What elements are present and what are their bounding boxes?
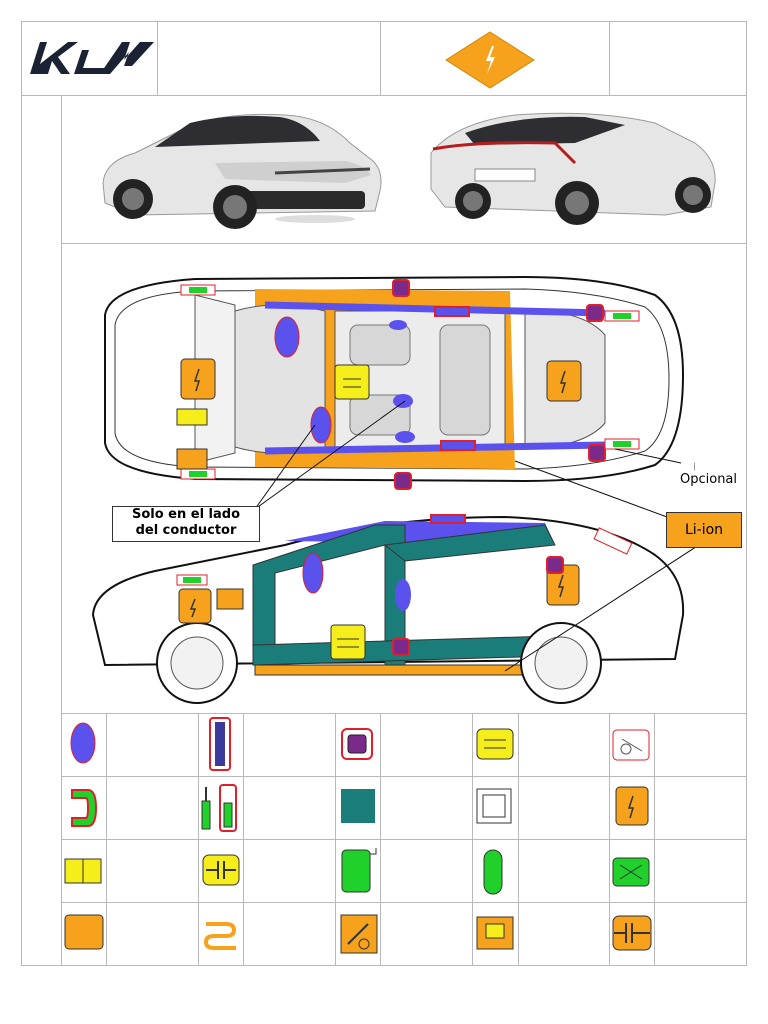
fuse-box-icon bbox=[202, 854, 240, 886]
divider bbox=[472, 713, 473, 966]
divider bbox=[61, 95, 62, 966]
hv-service-plug-icon bbox=[612, 915, 652, 951]
car-rear-photo bbox=[430, 112, 716, 225]
divider bbox=[61, 776, 747, 777]
divider bbox=[157, 21, 158, 95]
kia-logo bbox=[30, 42, 154, 74]
ultracapacitor-icon bbox=[612, 857, 650, 887]
seatbelt-pretensioner-icon bbox=[341, 728, 373, 760]
12v-battery-icon bbox=[64, 914, 104, 950]
top-view bbox=[104, 275, 695, 490]
rescue-diagram bbox=[91, 275, 695, 704]
divider bbox=[380, 21, 381, 95]
callout-line: Solo en el lado bbox=[131, 507, 241, 522]
gas-generator-icon bbox=[476, 728, 514, 760]
airbag-icon bbox=[70, 722, 96, 764]
rescue-sheet bbox=[21, 21, 747, 966]
driver-side-callout: Solo en el lado del conductor bbox=[112, 506, 260, 542]
hv-disconnect-icon bbox=[340, 914, 378, 954]
divider bbox=[335, 713, 336, 966]
divider bbox=[609, 713, 610, 966]
cutting-zone-icon bbox=[476, 788, 512, 824]
divider bbox=[21, 95, 747, 96]
airbag-control-unit-icon bbox=[612, 729, 650, 761]
fuel-tank-icon bbox=[341, 848, 377, 893]
optional-callout: Opcional bbox=[680, 472, 738, 487]
battery-callout: Li-ion bbox=[666, 512, 742, 548]
curtain-airbag-icon bbox=[209, 717, 231, 771]
divider bbox=[243, 713, 244, 966]
divider bbox=[61, 243, 747, 244]
divider bbox=[61, 839, 747, 840]
seatbelt-icon bbox=[71, 789, 98, 827]
hv-connector-icon bbox=[476, 916, 514, 950]
high-voltage-icon bbox=[445, 31, 535, 89]
side-view bbox=[91, 514, 685, 704]
divider bbox=[654, 713, 655, 966]
gas-strut-icon bbox=[201, 784, 237, 832]
gas-cylinder-icon bbox=[483, 849, 503, 895]
divider bbox=[518, 713, 519, 966]
divider bbox=[61, 713, 747, 714]
hv-battery-icon bbox=[615, 786, 649, 826]
divider bbox=[609, 21, 610, 95]
divider bbox=[61, 902, 747, 903]
divider bbox=[198, 713, 199, 966]
divider bbox=[380, 713, 381, 966]
reinforcement-icon bbox=[341, 789, 375, 823]
hv-cable-icon bbox=[203, 922, 237, 950]
car-front-photo bbox=[102, 113, 382, 229]
callout-line: del conductor bbox=[135, 523, 237, 538]
divider bbox=[106, 713, 107, 966]
hv-component-icon bbox=[64, 858, 102, 884]
